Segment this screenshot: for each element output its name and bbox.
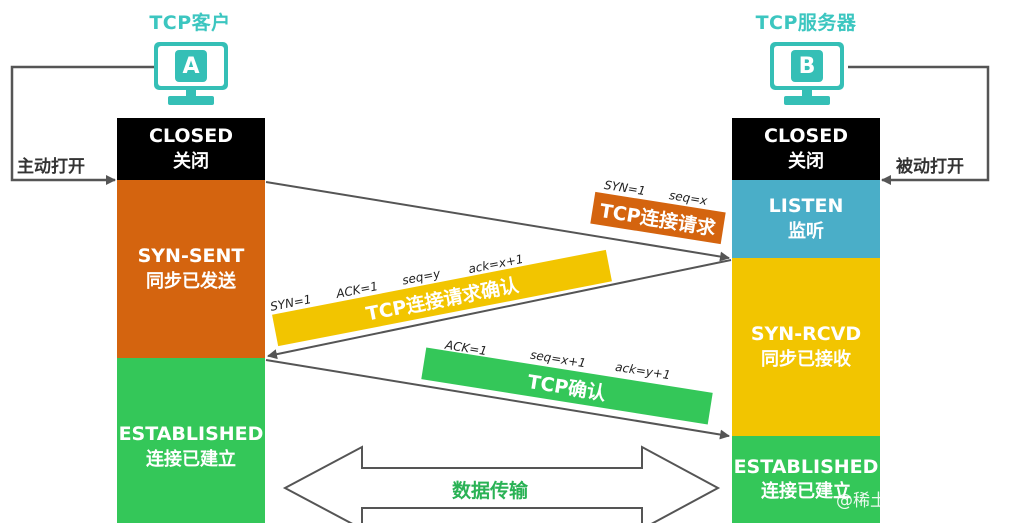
- data-transfer-label: 数据传输: [452, 480, 529, 502]
- client-established-en: ESTABLISHED: [118, 423, 264, 445]
- server-state-established: ESTABLISHED 连接已建立: [732, 436, 880, 523]
- server-title: TCP服务器: [755, 12, 857, 34]
- server-listen-en: LISTEN: [768, 195, 844, 218]
- server-stand-base: [784, 96, 830, 105]
- active-open-label: 主动打开: [17, 157, 85, 177]
- syn-arrow: [265, 181, 730, 262]
- watermark: @稀土掘金技术社区: [836, 491, 989, 511]
- client-syn-sent-cn: 同步已发送: [146, 270, 236, 292]
- active-open-loop-line: [10, 65, 154, 185]
- server-computer-icon: B: [770, 42, 844, 90]
- client-letter: A: [175, 50, 207, 82]
- syn-ack-arrow: [267, 259, 732, 360]
- ack-arrow: [265, 359, 730, 440]
- server-stand-neck: [802, 90, 812, 96]
- server-established-en: ESTABLISHED: [733, 455, 879, 478]
- client-state-established: ESTABLISHED 连接已建立: [117, 358, 265, 523]
- client-closed-en: CLOSED: [149, 125, 233, 148]
- passive-open-label: 被动打开: [896, 157, 964, 177]
- server-state-syn-rcvd: SYN-RCVD 同步已接收: [732, 258, 880, 436]
- server-syn-rcvd-cn: 同步已接收: [761, 348, 851, 370]
- client-computer-icon: A: [154, 42, 228, 90]
- client-title: TCP客户: [149, 12, 231, 34]
- client-state-closed: CLOSED 关闭: [117, 118, 265, 180]
- client-stand-base: [168, 96, 214, 105]
- client-established-cn: 连接已建立: [146, 448, 236, 470]
- server-closed-cn: 关闭: [788, 150, 824, 172]
- client-stand-neck: [186, 90, 196, 96]
- server-state-closed: CLOSED 关闭: [732, 118, 880, 180]
- client-state-syn-sent: SYN-SENT 同步已发送: [117, 180, 265, 358]
- server-listen-cn: 监听: [788, 220, 824, 242]
- server-letter: B: [791, 50, 823, 82]
- data-transfer-arrow: [282, 445, 721, 523]
- server-closed-en: CLOSED: [764, 125, 848, 148]
- server-established-cn: 连接已建立: [761, 481, 851, 503]
- server-state-listen: LISTEN 监听: [732, 180, 880, 258]
- client-closed-cn: 关闭: [173, 150, 209, 172]
- passive-open-loop-line: [848, 65, 990, 185]
- client-syn-sent-en: SYN-SENT: [137, 245, 245, 268]
- server-syn-rcvd-en: SYN-RCVD: [750, 323, 862, 346]
